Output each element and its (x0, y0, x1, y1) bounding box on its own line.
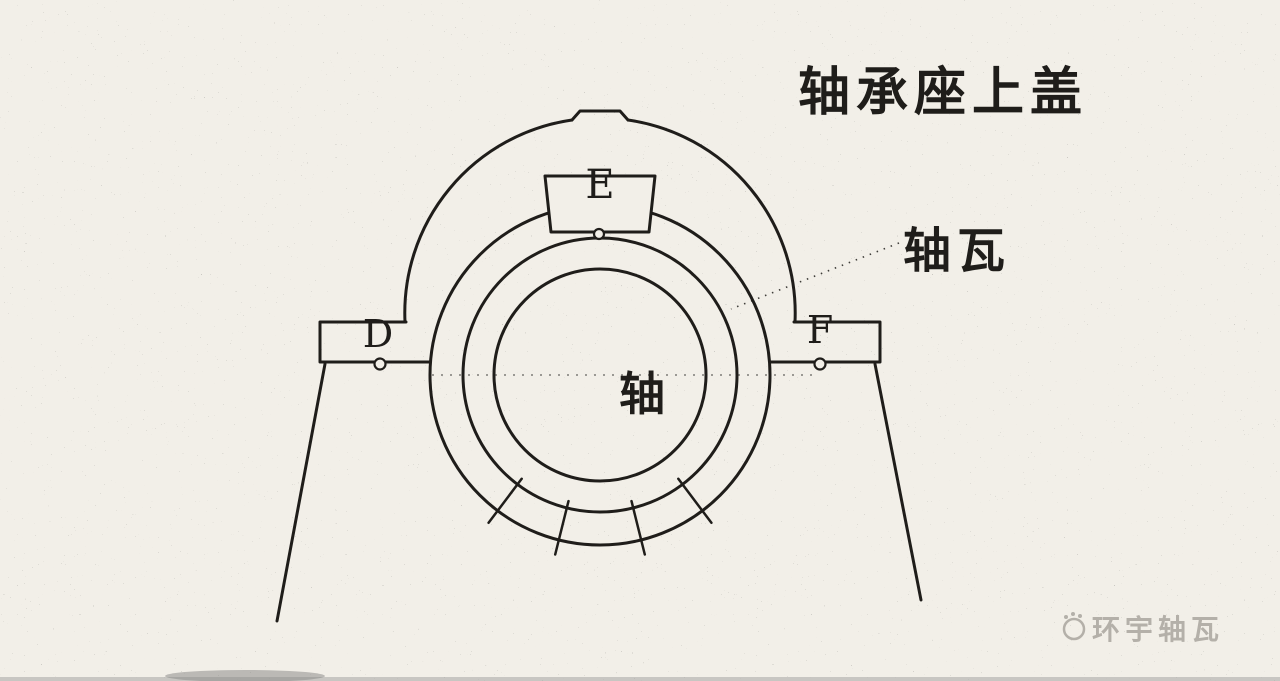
housing-base (275, 362, 923, 623)
shell-joint-line-lower-right-outer (677, 477, 713, 525)
measure-point-d-marker (373, 357, 387, 371)
shaft-circle (492, 267, 708, 483)
base-right-slant-edge (873, 362, 923, 602)
measure-point-f-marker (813, 357, 827, 371)
measure-point-e-marker (592, 227, 606, 241)
shell-locating-tab (543, 174, 657, 234)
bearing-shell-leader-line (730, 242, 900, 310)
watermark: 环宇轴瓦 (1062, 612, 1224, 646)
base-left-slant-edge (275, 362, 327, 623)
label-bearing-shell: 轴瓦 (903, 223, 1011, 279)
housing-top-notch (570, 109, 630, 122)
housing-outer-arc-right (626, 118, 797, 324)
label-point-d: D (363, 312, 393, 356)
label-point-f: F (807, 308, 833, 352)
label-point-e: E (585, 162, 614, 208)
shell-joint-line-lower-left-inner (553, 499, 570, 556)
watermark-text: 环宇轴瓦 (1092, 613, 1224, 646)
scan-smudge-bottom-left (165, 670, 325, 681)
label-housing-cover: 轴承座上盖 (798, 62, 1088, 123)
scan-edge-shadow (0, 677, 1280, 681)
shell-joint-line-lower-left-outer (487, 477, 523, 525)
bearing-shell-and-shaft (428, 174, 772, 556)
housing-outer-arc-left (403, 118, 574, 324)
label-shaft: 轴 (619, 367, 671, 421)
brand-logo-icon (1062, 612, 1086, 641)
shell-joint-line-lower-right-inner (630, 499, 647, 556)
